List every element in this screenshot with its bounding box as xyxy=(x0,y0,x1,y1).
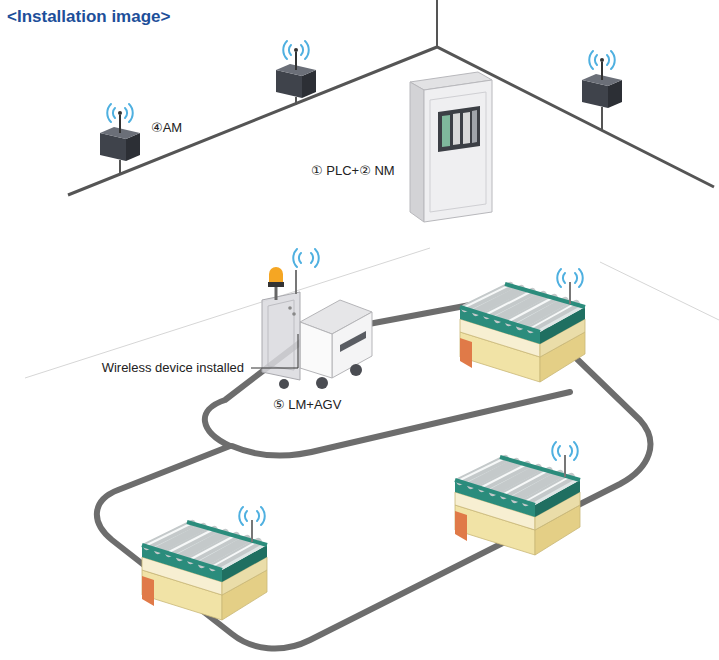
agv-wheel xyxy=(279,379,289,389)
conveyor-agv xyxy=(455,442,580,555)
plc-module xyxy=(453,113,460,145)
agv-antenna xyxy=(295,270,297,294)
mount-post xyxy=(601,107,603,131)
conveyor-agv xyxy=(460,269,585,382)
agv-button xyxy=(288,306,292,310)
radio-waves xyxy=(293,249,318,267)
plc-panel xyxy=(438,106,480,152)
agv-side xyxy=(332,312,372,378)
mount-post xyxy=(295,97,297,105)
beacon-light xyxy=(269,267,283,282)
floor-edge xyxy=(600,262,719,320)
agv-wheel xyxy=(350,364,362,376)
plc-module xyxy=(472,110,477,143)
conveyor-agv xyxy=(142,507,267,620)
agv-button xyxy=(292,312,296,316)
agv-mast-frame xyxy=(268,300,294,370)
callout-label: ⑤ LM+AGV xyxy=(271,397,343,413)
mount-post xyxy=(119,160,121,175)
agv-track xyxy=(232,392,570,456)
beacon-base xyxy=(268,282,284,287)
cabinet-door xyxy=(430,92,486,212)
leader-line xyxy=(251,334,298,368)
wall-corner xyxy=(436,0,438,47)
cabinet-front xyxy=(424,80,492,222)
agv-wheel xyxy=(316,377,328,389)
callout-label: ④AM xyxy=(149,120,184,136)
plc-module xyxy=(463,112,470,144)
agv-mast xyxy=(262,292,300,380)
agv-front xyxy=(300,322,332,378)
diagram-title: <Installation image> xyxy=(5,7,172,27)
cabinet-side xyxy=(410,82,424,222)
beacon-stem xyxy=(275,286,278,300)
leader-label: Wireless device installed xyxy=(100,360,246,376)
callout-label: ① PLC+② NM xyxy=(309,163,397,179)
access-module xyxy=(276,41,316,98)
access-module xyxy=(582,51,622,108)
access-module xyxy=(100,104,140,161)
plc-module xyxy=(442,115,450,147)
agv-slot xyxy=(340,331,366,352)
ceiling-line xyxy=(68,47,714,195)
floor-edge xyxy=(25,248,430,378)
